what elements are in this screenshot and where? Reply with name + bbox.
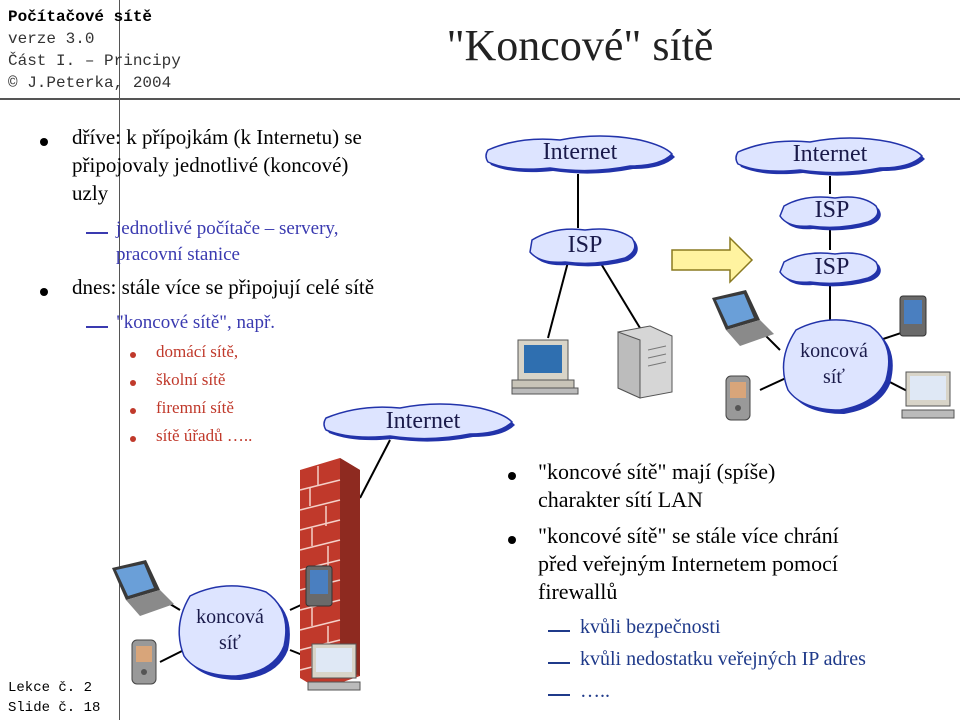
example-bullet (130, 436, 136, 442)
pda-icon (899, 295, 927, 337)
isp-label: ISP (814, 197, 850, 223)
dash-bullet (548, 694, 570, 696)
end-network-cloud-bottom (178, 585, 290, 680)
dash-bullet (86, 232, 108, 234)
internet-cloud-left (485, 135, 675, 174)
left-column (0, 0, 120, 720)
bullet-dot (508, 536, 516, 544)
internet-label: Internet (385, 408, 461, 434)
sub-bullet-text: ….. (580, 680, 610, 702)
bullet-text: charakter sítí LAN (538, 487, 703, 512)
dash-bullet (548, 630, 570, 632)
example-text: domácí sítě, (156, 342, 239, 361)
end-network-cloud-right (782, 319, 893, 414)
sub-bullet-text: "koncové sítě", např. (116, 312, 276, 333)
slide-number: Slide č. 18 (8, 700, 101, 716)
sub-bullet-text: pracovní stanice (116, 244, 240, 265)
isp-label: ISP (814, 254, 850, 280)
transition-arrow-icon (671, 236, 754, 284)
sub-bullet-text: kvůli bezpečnosti (580, 616, 721, 638)
laptop-icon (112, 560, 174, 616)
mobile-phone-icon (725, 375, 751, 421)
example-bullet (130, 352, 136, 358)
isp-cloud-right-bottom (779, 252, 881, 287)
sub-bullet-text: kvůli nedostatku veřejných IP adres (580, 648, 866, 670)
author-label: © J.Peterka, 2004 (8, 74, 172, 92)
firewall-wall-icon (299, 458, 360, 690)
server-tower-icon (617, 325, 673, 399)
connection-lines (159, 174, 916, 663)
part-label: Část I. – Principy (8, 52, 181, 70)
example-text: sítě úřadů ….. (156, 426, 253, 445)
slide-footer: Lekce č. 2 Slide č. 18 (8, 678, 100, 718)
sub-bullet-text: jednotlivé počítače – servery, (116, 218, 339, 239)
bullet-text: "koncové sítě" mají (spíše) (538, 459, 776, 484)
bullet-text: dříve: k přípojkám (k Internetu) se (72, 125, 362, 149)
workstation-icon (307, 643, 361, 691)
version-label: verze 3.0 (8, 30, 95, 48)
bullet-text: před veřejným Internetem pomocí (538, 551, 838, 576)
bullet-text: dnes: stále více se připojují celé sítě (72, 275, 375, 299)
example-bullet (130, 380, 136, 386)
bullet-text: firewallů (538, 579, 618, 604)
slide-title: "Koncové" sítě (446, 21, 714, 70)
internet-cloud-bottom (323, 403, 515, 442)
dash-bullet (86, 326, 108, 328)
laptop-icon (712, 290, 774, 346)
example-text: školní sítě (156, 370, 226, 389)
bullet-dot (40, 138, 48, 146)
bullet-text: připojovaly jednotlivé (koncové) (72, 153, 349, 177)
lesson-number: Lekce č. 2 (8, 680, 93, 696)
end-network-label: síť (823, 366, 845, 388)
end-network-label: síť (219, 632, 241, 654)
internet-label: Internet (542, 139, 618, 165)
internet-label: Internet (792, 141, 868, 167)
pda-icon (305, 565, 333, 607)
bullet-dot (40, 288, 48, 296)
header-divider (0, 98, 960, 100)
end-network-label: koncová (196, 606, 264, 628)
mobile-phone-icon (131, 639, 157, 685)
series-info: Počítačové sítě verze 3.0 Část I. – Prin… (8, 6, 181, 94)
bullet-dot (508, 472, 516, 480)
bullet-text: uzly (72, 181, 109, 205)
internet-cloud-right (735, 137, 925, 176)
example-text: firemní sítě (156, 398, 234, 417)
example-bullet (130, 408, 136, 414)
isp-cloud-right-top (779, 196, 881, 231)
series-title: Počítačové sítě (8, 8, 153, 26)
dash-bullet (548, 662, 570, 664)
end-network-label: koncová (800, 340, 868, 362)
isp-cloud-left (529, 228, 638, 267)
workstation-icon (901, 371, 955, 419)
bullet-text: "koncové sítě" se stále více chrání (538, 523, 839, 548)
isp-label: ISP (567, 232, 603, 258)
desktop-computer-icon (511, 339, 579, 395)
